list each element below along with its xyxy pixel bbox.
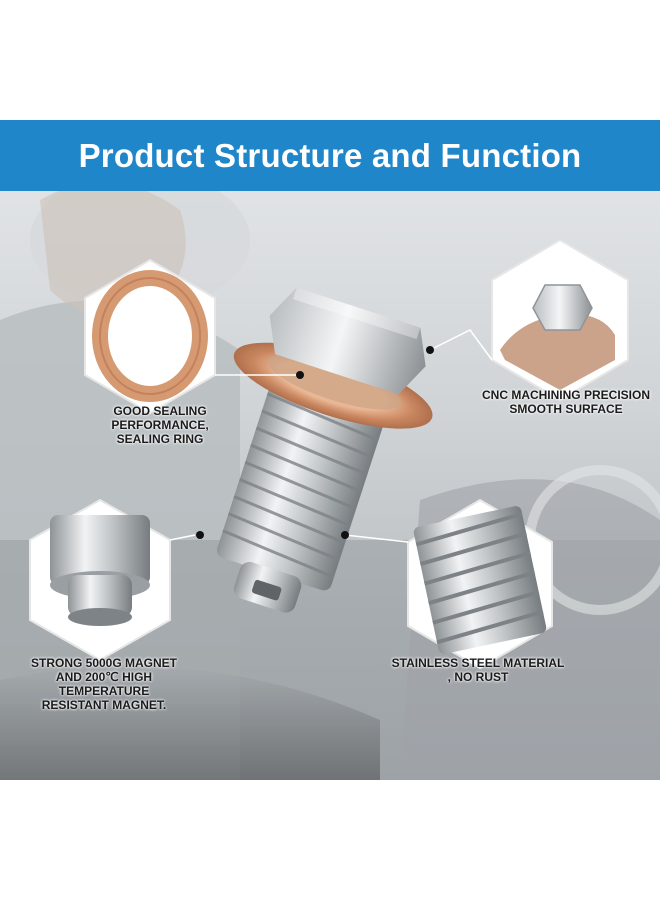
page-title: Product Structure and Function xyxy=(78,136,582,174)
leader-lines xyxy=(169,329,493,543)
product-illustration xyxy=(0,170,660,780)
feature-captions: GOOD SEALING PERFORMANCE, SEALING RING C… xyxy=(0,120,660,780)
product-infographic: Product Structure and Function GOOD SEAL… xyxy=(0,120,660,780)
sealing-caption: GOOD SEALING PERFORMANCE, SEALING RING xyxy=(111,404,209,446)
cnc-hexagon xyxy=(491,238,629,402)
steel-hexagon xyxy=(407,498,553,670)
sealing-ring-hexagon xyxy=(84,258,216,415)
title-banner: Product Structure and Function xyxy=(0,120,660,191)
magnet-caption: STRONG 5000G MAGNET AND 200℃ HIGH TEMPER… xyxy=(30,656,178,712)
magnet-hexagon xyxy=(29,498,171,662)
cnc-caption: CNC MACHINING PRECISION SMOOTH SURFACE xyxy=(481,388,650,416)
steel-caption: STAINLESS STEEL MATERIAL , NO RUST xyxy=(391,656,565,684)
leader-dots xyxy=(196,346,434,539)
